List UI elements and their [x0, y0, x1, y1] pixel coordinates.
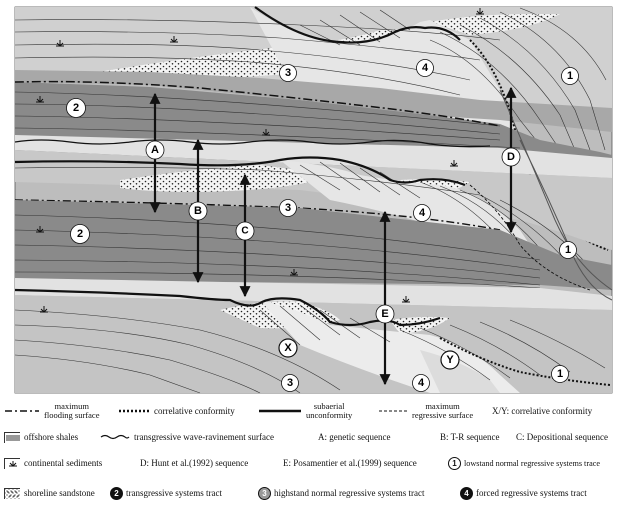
legend-e: E: Posamentier et al.(1999) sequence — [283, 457, 417, 468]
label-d: D — [501, 147, 521, 167]
svg-text:X: X — [284, 342, 292, 354]
label-1-middle: 1 — [559, 241, 577, 259]
legend-row-2: offshore shales transgressive wave-ravin… — [0, 426, 619, 448]
legend-tract-2: 2 transgressive systems tract — [110, 482, 222, 504]
label-x: X — [278, 338, 298, 358]
label-3-lower: 3 — [281, 374, 299, 392]
svg-text:2: 2 — [73, 102, 79, 114]
label-4-middle: 4 — [413, 204, 431, 222]
su-line-icon — [259, 409, 301, 413]
subaerial-unconformity-upper — [254, 6, 461, 44]
max-regressive-surface — [469, 184, 591, 291]
svg-text:1: 1 — [557, 368, 563, 380]
legend-xy: X/Y: correlative conformity — [492, 405, 593, 416]
correlative-conformity-lower — [439, 337, 611, 386]
mfs-middle — [14, 199, 501, 231]
legend-tract-3: 3 highstand normal regressive systems tr… — [258, 482, 424, 504]
legend-continental: continental sediments — [4, 452, 102, 474]
label-c: C — [235, 221, 255, 241]
svg-text:B: B — [194, 205, 202, 217]
label-b: B — [188, 201, 208, 221]
svg-text:1: 1 — [565, 244, 571, 256]
mfs-line-icon — [5, 410, 39, 412]
svg-text:Y: Y — [446, 354, 454, 366]
trs-line-icon — [100, 434, 130, 440]
svg-text:1: 1 — [567, 70, 573, 82]
shoreline-sandstone — [430, 14, 560, 35]
svg-text:E: E — [381, 308, 388, 320]
label-a: A — [145, 140, 165, 160]
legend-tract-4: 4 forced regressive systems tract — [460, 482, 587, 504]
legend-row-3: continental sediments D: Hunt et al.(199… — [0, 452, 619, 474]
legend-row-4: shoreline sandstone 2 transgressive syst… — [0, 482, 619, 504]
legend-c: C: Depositional sequence — [516, 431, 608, 442]
tract-2-icon: 2 — [110, 486, 123, 500]
legend-offshore: offshore shales — [4, 426, 78, 448]
label-2-upper: 2 — [66, 98, 86, 118]
label-3-upper: 3 — [279, 64, 297, 82]
legend-shoreline: shoreline sandstone — [4, 482, 95, 504]
stratigraphy-diagram: 1 1 1 2 2 3 3 3 4 4 4 A B C D E X Y — [14, 6, 613, 394]
svg-text:2: 2 — [77, 228, 83, 240]
svg-text:A: A — [151, 144, 159, 156]
label-1-upper: 1 — [561, 67, 579, 85]
transgressive-ravinement-upper — [14, 139, 491, 148]
mrs-line-icon — [379, 410, 407, 412]
shoreline-sandstone-icon — [4, 487, 20, 499]
continental-sediment-symbols — [36, 8, 484, 313]
offshore-shales-icon — [4, 431, 20, 443]
legend-trs: transgressive wave-ravinement surface — [100, 426, 274, 448]
legend-d: D: Hunt et al.(1992) sequence — [140, 457, 249, 468]
legend-tract-1: 1 lowstand normal regressive systems tra… — [448, 452, 600, 474]
label-4-upper: 4 — [416, 59, 434, 77]
svg-text:4: 4 — [418, 377, 425, 389]
svg-text:D: D — [507, 151, 515, 163]
svg-text:4: 4 — [419, 207, 426, 219]
legend-b: B: T-R sequence — [440, 431, 500, 442]
label-y: Y — [440, 350, 460, 370]
label-4-lower: 4 — [412, 374, 430, 392]
svg-text:4: 4 — [422, 62, 429, 74]
svg-text:3: 3 — [285, 67, 291, 79]
legend-cc: correlative conformity — [118, 400, 235, 422]
mfs-upper — [14, 80, 501, 127]
label-e: E — [375, 304, 395, 324]
cc-line-icon — [119, 409, 149, 413]
label-1-lower: 1 — [551, 365, 569, 383]
svg-text:C: C — [241, 226, 248, 237]
svg-text:3: 3 — [287, 377, 293, 389]
label-2-middle: 2 — [70, 224, 90, 244]
continental-sediments-icon — [4, 457, 20, 469]
tract-4-icon: 4 — [460, 486, 473, 500]
legend-a: A: genetic sequence — [318, 431, 391, 442]
shoreline-sandstone — [390, 316, 450, 334]
tract-3-icon: 3 — [258, 486, 271, 500]
tract-1-icon: 1 — [448, 456, 461, 470]
svg-text:3: 3 — [285, 202, 291, 214]
label-3-middle: 3 — [279, 199, 297, 217]
subaerial-unconformity-middle — [14, 156, 466, 187]
